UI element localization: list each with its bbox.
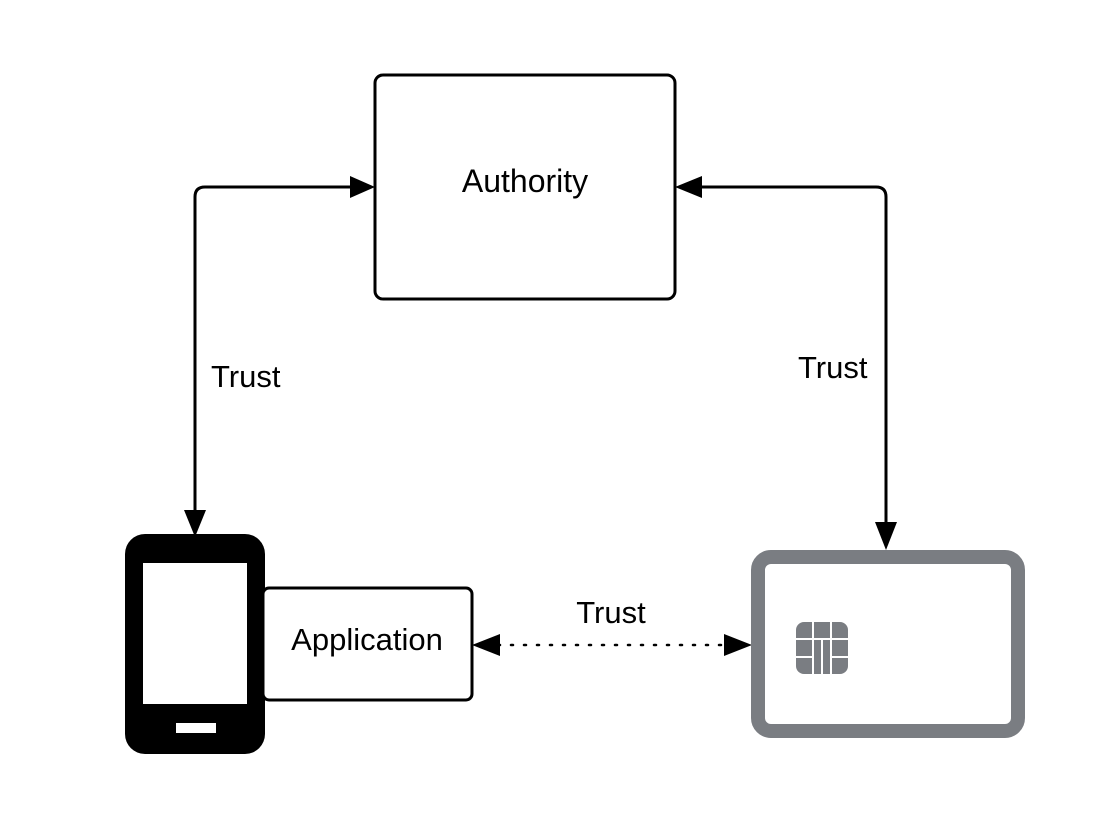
authority-label: Authority xyxy=(462,163,588,199)
arrowhead-to-application xyxy=(472,634,500,656)
edge-phone-authority-label: Trust xyxy=(211,359,281,394)
edge-phone-authority-line xyxy=(193,185,352,515)
smartphone-home-button xyxy=(176,723,216,733)
arrowhead-to-smart-card xyxy=(724,634,752,656)
arrowhead-to-card xyxy=(875,522,897,550)
chip-icon xyxy=(796,622,848,674)
smart-card-body xyxy=(751,550,1025,738)
edge-application-card-label: Trust xyxy=(576,595,646,630)
edge-card-authority-line xyxy=(700,185,888,525)
application-node[interactable]: Application xyxy=(261,586,474,702)
edge-application-card: Trust xyxy=(472,595,752,656)
edge-phone-authority: Trust xyxy=(184,176,375,537)
smartphone-icon xyxy=(125,534,265,754)
arrowhead-to-authority-left xyxy=(350,176,375,198)
arrowhead-to-phone xyxy=(184,510,206,537)
application-box xyxy=(261,586,474,702)
smartphone-screen xyxy=(143,563,247,704)
edge-card-authority-label: Trust xyxy=(798,350,868,385)
arrowhead-to-authority-right xyxy=(675,176,702,198)
authority-node[interactable]: Authority xyxy=(373,73,677,301)
smart-card-icon xyxy=(751,550,1025,738)
application-label: Application xyxy=(291,622,443,657)
edge-card-authority: Trust xyxy=(675,176,897,550)
